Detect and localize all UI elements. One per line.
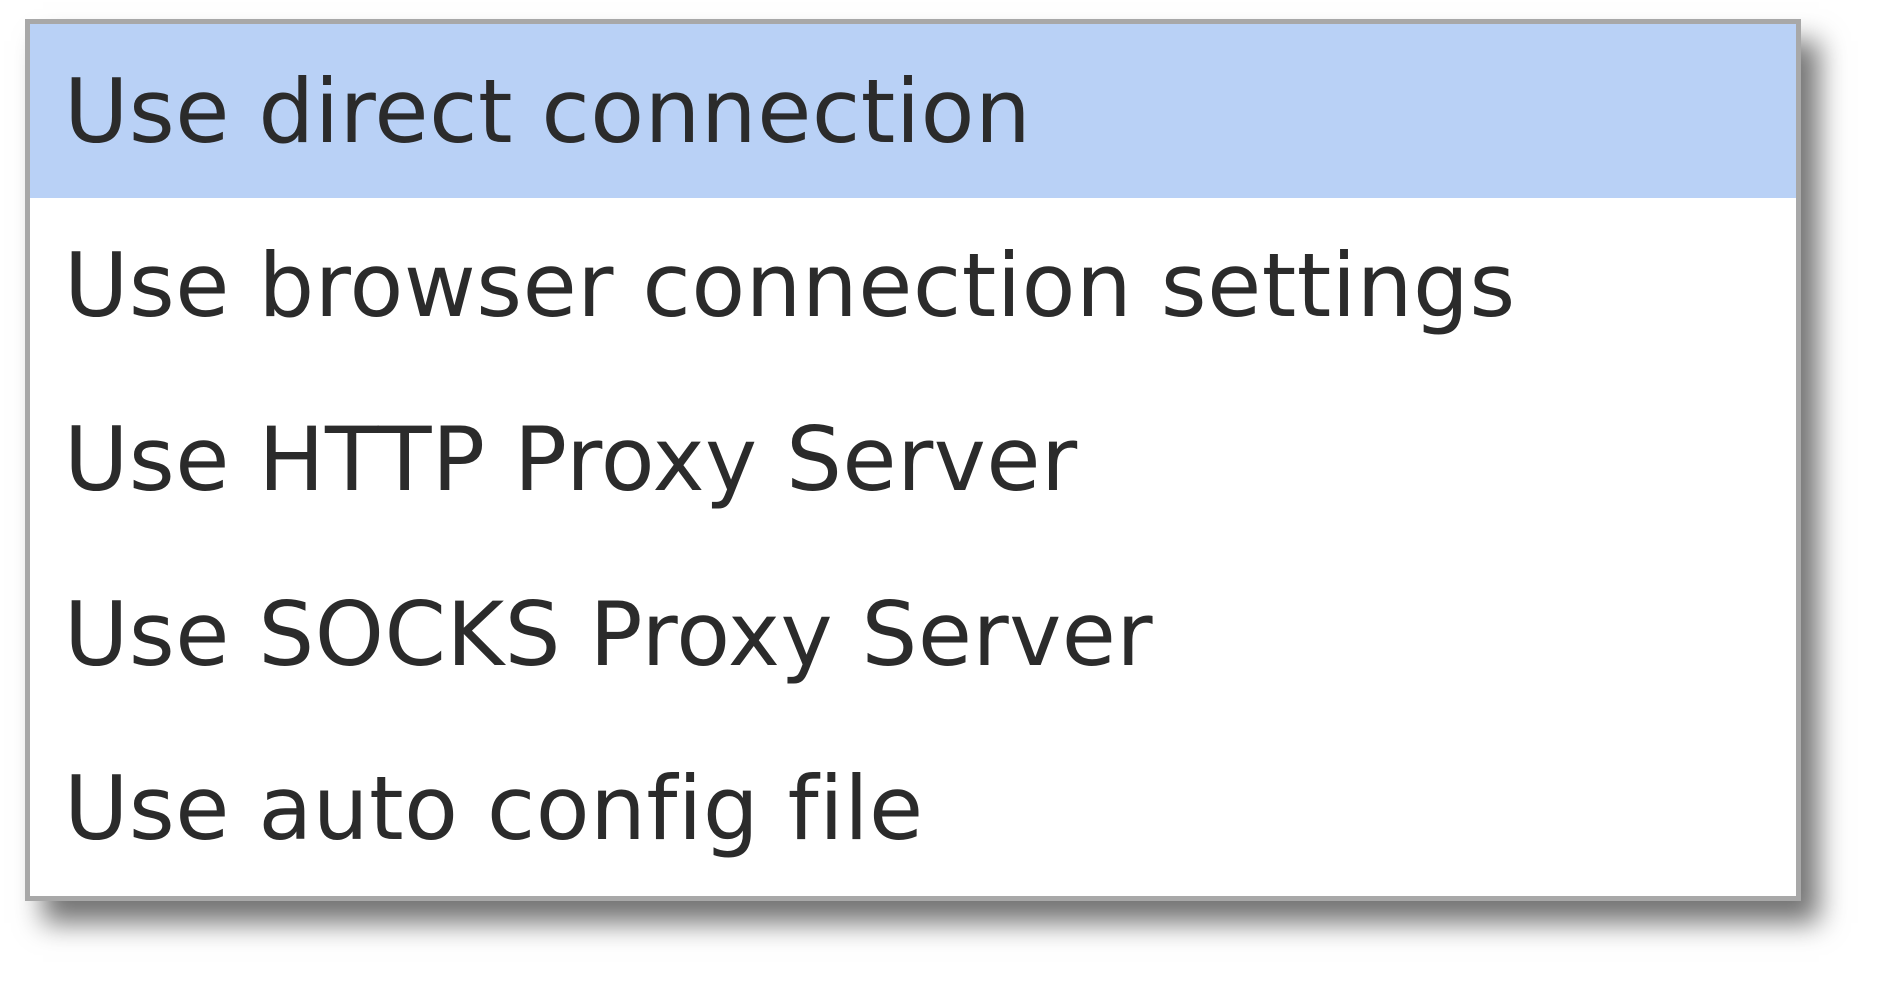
menu-item-use-browser-connection-settings[interactable]: Use browser connection settings <box>30 198 1796 372</box>
menu-item-label: Use direct connection <box>64 59 1032 163</box>
menu-item-label: Use SOCKS Proxy Server <box>64 582 1154 686</box>
menu-item-use-socks-proxy-server[interactable]: Use SOCKS Proxy Server <box>30 547 1796 721</box>
menu-item-use-direct-connection[interactable]: Use direct connection <box>30 24 1796 199</box>
menu-item-label: Use HTTP Proxy Server <box>64 408 1078 512</box>
menu-item-label: Use auto config file <box>64 757 924 861</box>
menu-item-use-http-proxy-server[interactable]: Use HTTP Proxy Server <box>30 373 1796 547</box>
menu-item-use-auto-config-file[interactable]: Use auto config file <box>30 722 1796 896</box>
connection-mode-dropdown-menu: Use direct connection Use browser connec… <box>25 19 1801 901</box>
menu-item-label: Use browser connection settings <box>64 234 1516 338</box>
